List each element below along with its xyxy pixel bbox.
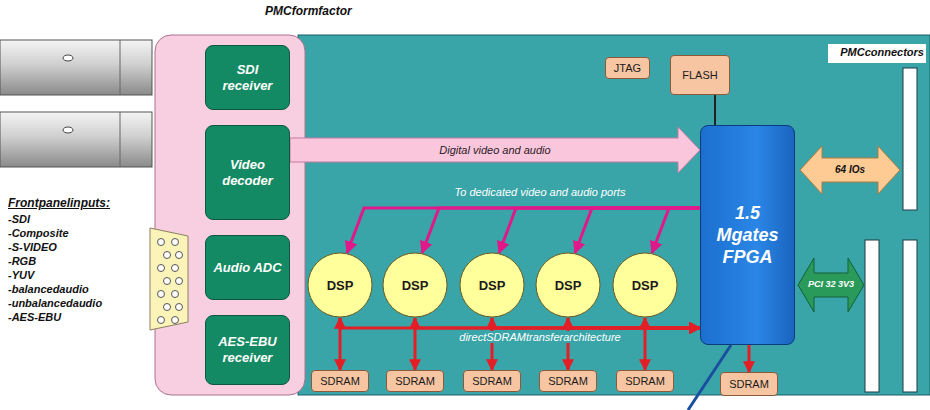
pmc-connector [903, 68, 917, 210]
node-text: SDRAM [625, 375, 665, 387]
input-item: -unbalancedaudio [8, 297, 102, 309]
io-arrow [800, 146, 900, 194]
node-text: DSP [402, 278, 429, 293]
connector [568, 318, 700, 328]
input-item: -S-VIDEO [8, 241, 57, 253]
dsp-circle: DSP [612, 252, 678, 318]
sdram-box: SDRAM [720, 372, 778, 396]
node-text: DSP [479, 278, 506, 293]
sdram-box: SDRAM [463, 370, 521, 392]
dsp-circle: DSP [535, 252, 601, 318]
node-text: Audio ADC [213, 260, 281, 276]
connector [714, 95, 716, 125]
diagram-title: PMCformfactor [265, 4, 352, 18]
node-text: JTAG [614, 62, 641, 74]
node-text: SDI receiver [210, 62, 285, 94]
dsp-circle: DSP [307, 252, 373, 318]
data-arrow [290, 127, 700, 173]
input-item: -AES-EBU [8, 311, 61, 323]
connector [492, 318, 700, 328]
connector [340, 318, 700, 328]
connector [652, 208, 700, 253]
node-text: SDRAM [395, 375, 435, 387]
input-item: -balancedaudio [8, 283, 89, 295]
node-text: SDRAM [472, 375, 512, 387]
node-text: AES-EBU receiver [210, 334, 285, 366]
node-text: SDRAM [729, 378, 769, 390]
jtag-box: JTAG [605, 57, 650, 79]
edge-label: directSDRAMtransferarchitecture [456, 331, 623, 343]
node-text: SDRAM [548, 375, 588, 387]
flash-box: FLASH [670, 55, 730, 95]
receiver-box: AES-EBU receiver [205, 315, 290, 385]
input-item: -YUV [8, 269, 34, 281]
input-item: -RGB [8, 255, 36, 267]
input-item: -Composite [8, 227, 69, 239]
node-text: FLASH [682, 69, 717, 81]
connector [415, 318, 700, 328]
bus-label: PCI 32 3V3 [781, 279, 881, 289]
edge-label: To dedicated video and audio ports [452, 186, 629, 198]
node-text: 1.5 Mgates FPGA [710, 202, 785, 268]
front-panel [155, 35, 305, 395]
bus-width-label: 64 IOs [800, 164, 900, 175]
connector [422, 208, 700, 253]
connector [347, 208, 700, 253]
node-text: Video decoder [210, 157, 285, 189]
sdram-box: SDRAM [539, 370, 597, 392]
node-text: SDRAM [320, 375, 360, 387]
connector-label: PMCconnectors [830, 46, 924, 58]
adc-box: Audio ADC [205, 235, 290, 300]
dsub-connector [150, 228, 188, 330]
connector [499, 208, 700, 253]
connector [645, 318, 700, 328]
receiver-box: SDI receiver [205, 45, 290, 110]
bnc-connector [0, 112, 152, 167]
fpga-box: 1.5 Mgates FPGA [700, 125, 795, 345]
input-item: -SDI [8, 213, 30, 225]
sdram-box: SDRAM [616, 370, 674, 392]
section-heading: Frontpanelinputs: [8, 196, 110, 210]
node-text: DSP [327, 278, 354, 293]
connector [575, 208, 700, 253]
sdram-box: SDRAM [386, 370, 444, 392]
pcb-board [298, 35, 930, 395]
dsp-circle: DSP [382, 252, 448, 318]
node-text: DSP [555, 278, 582, 293]
bnc-connector [0, 40, 152, 95]
connector [748, 345, 751, 372]
label-plate [828, 44, 926, 63]
sdram-box: SDRAM [311, 370, 369, 392]
connector-pins [158, 239, 183, 324]
pmc-connector [865, 240, 879, 392]
node-text: DSP [632, 278, 659, 293]
decoder-box: Video decoder [205, 125, 290, 220]
pmc-connector [903, 240, 917, 392]
dsp-circle: DSP [459, 252, 525, 318]
edge-label: Digital video and audio [436, 144, 553, 156]
